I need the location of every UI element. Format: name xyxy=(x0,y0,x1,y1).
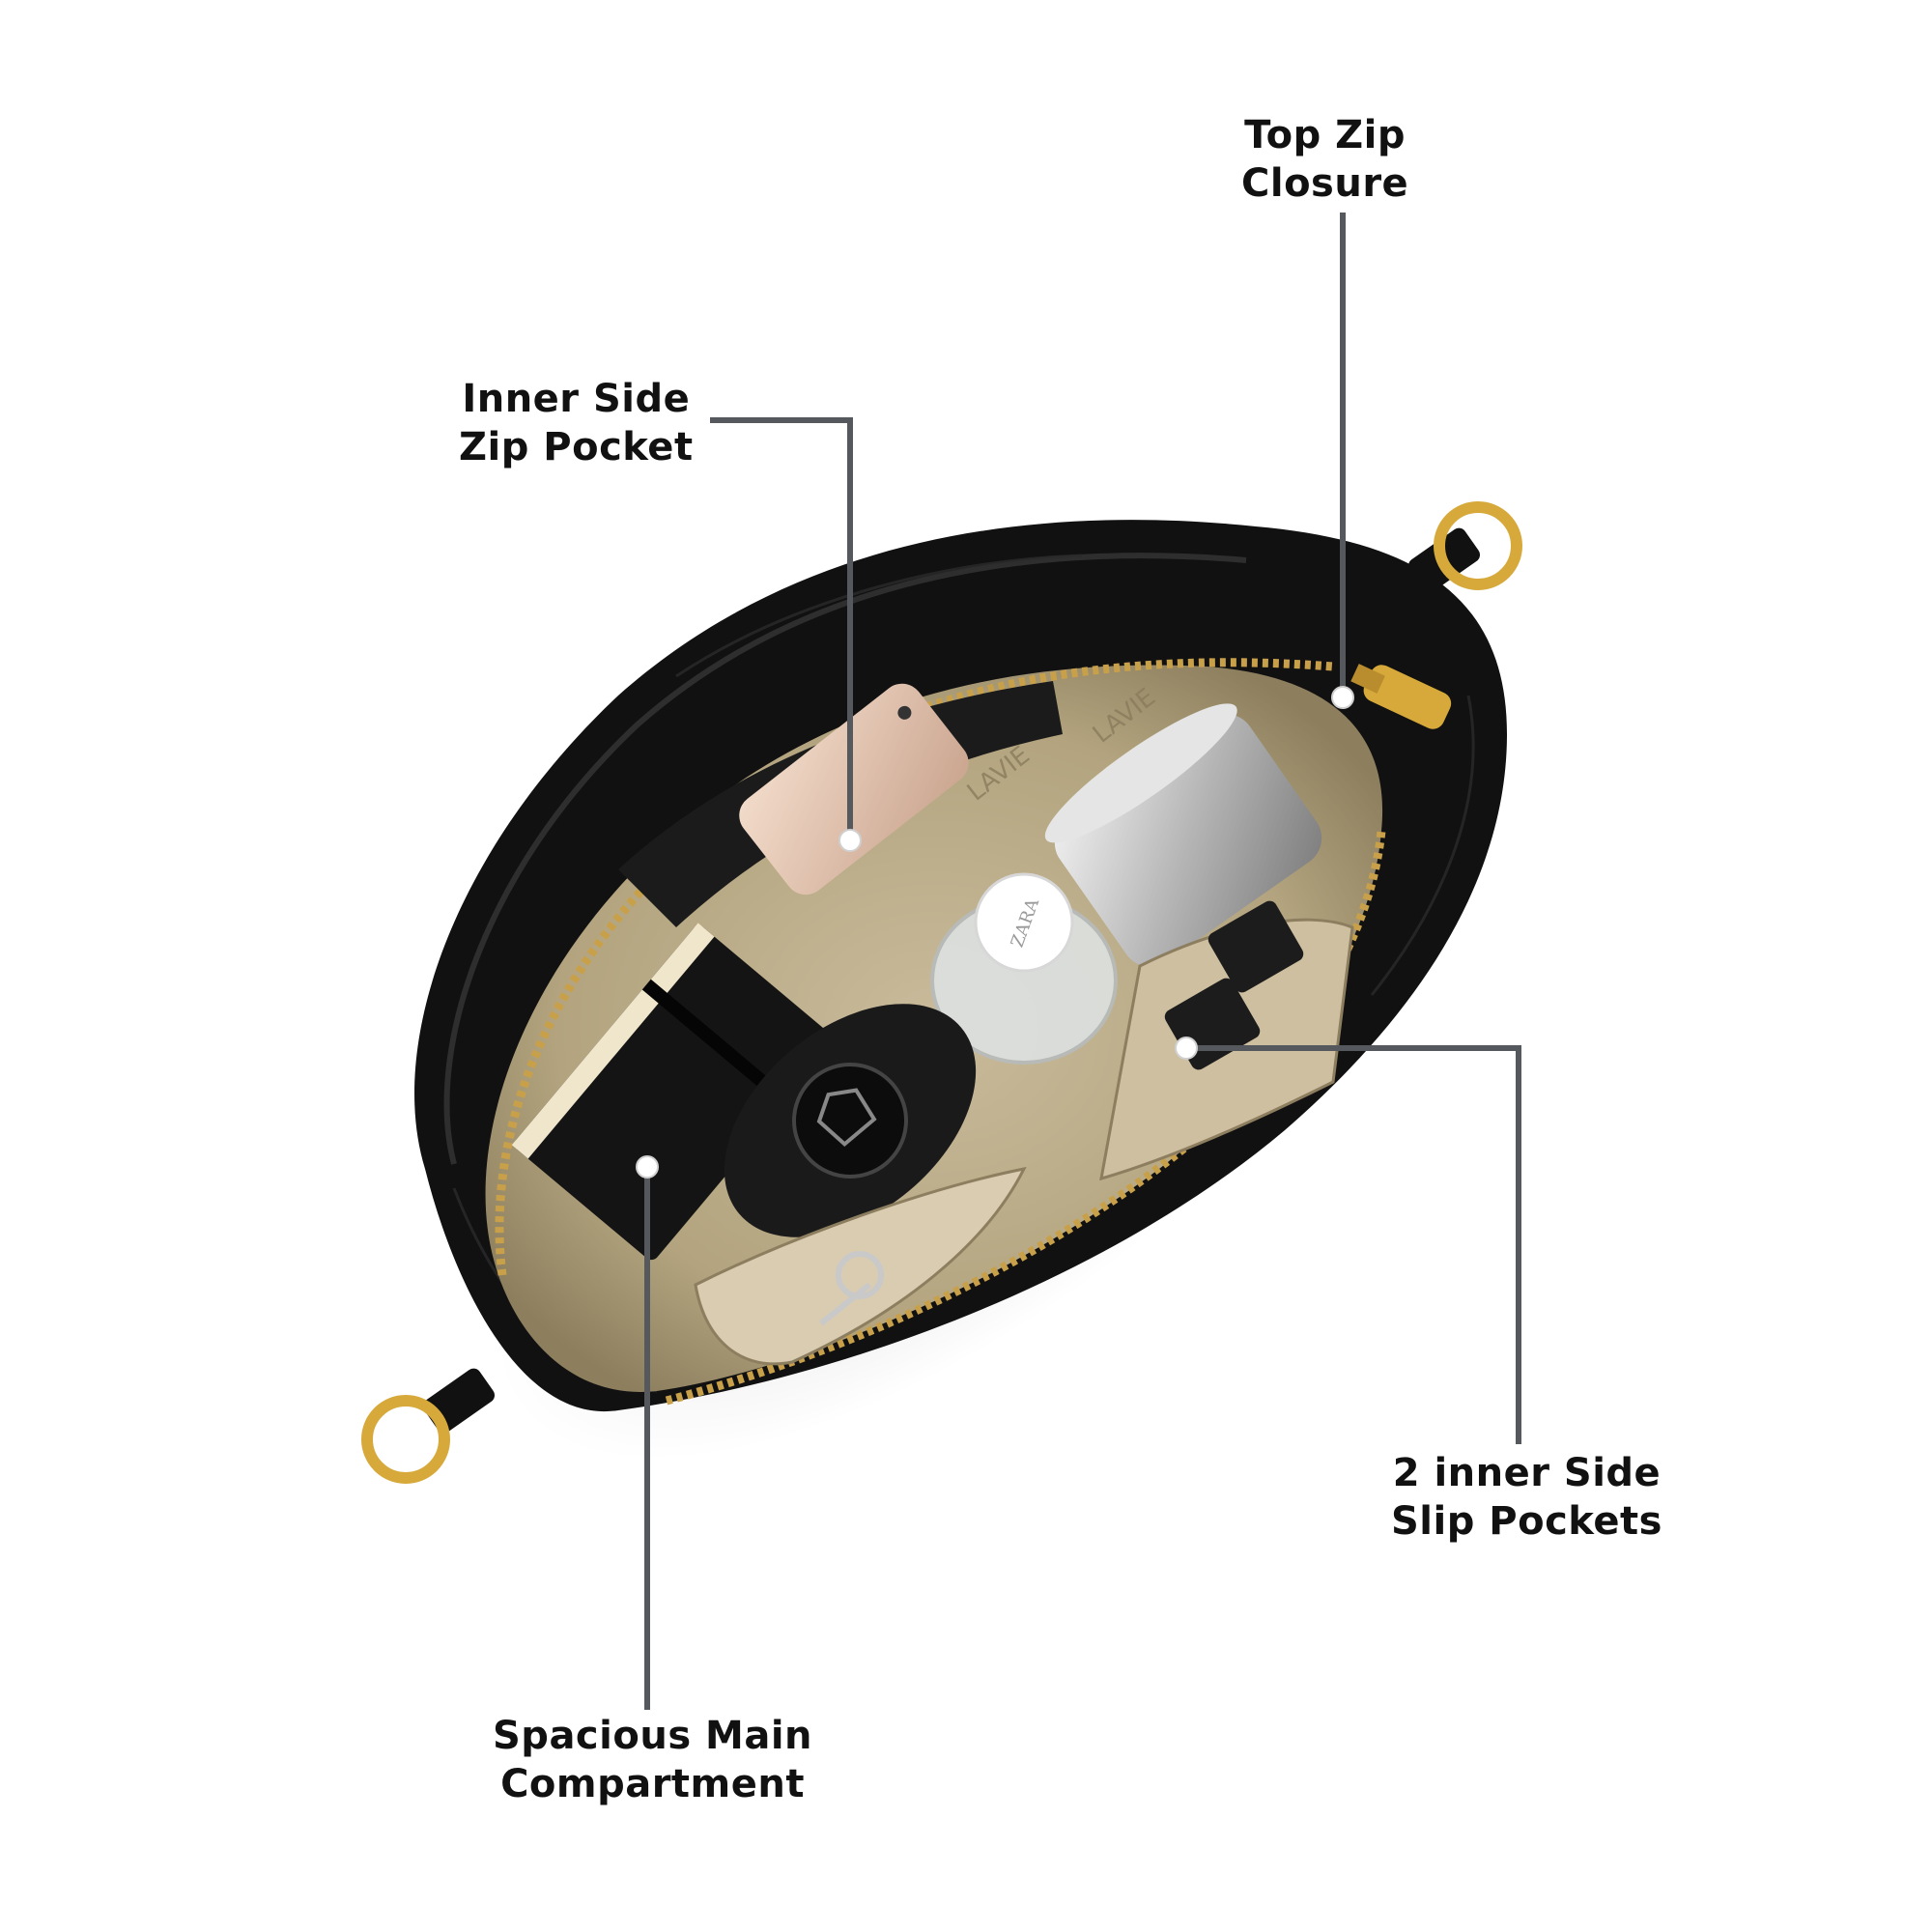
perfume-bottle: ZARA xyxy=(930,872,1118,1065)
cosmetic-tin xyxy=(1044,703,1322,967)
label-inner-side-slip-pockets: 2 inner Side Slip Pockets xyxy=(1391,1449,1662,1546)
label-spacious-main-compartment: Spacious Main Compartment xyxy=(493,1712,812,1808)
label-top-zip-closure: Top Zip Closure xyxy=(1241,111,1408,208)
leader-inner-zip-pocket xyxy=(710,417,853,838)
bag-leather-highlight xyxy=(443,553,1247,1165)
leader-lines xyxy=(644,213,1521,1710)
black-compact xyxy=(724,1004,977,1237)
phone xyxy=(739,683,969,895)
keys xyxy=(819,1251,884,1326)
label-slip-line2: Slip Pockets xyxy=(1391,1499,1662,1544)
label-inner-zip-line2: Zip Pocket xyxy=(459,425,694,469)
lower-slip-pocket xyxy=(694,1166,1027,1366)
label-top-zip-line1: Top Zip xyxy=(1244,113,1406,157)
zipper-track-lower xyxy=(665,830,1386,1406)
dot-top-zip xyxy=(1331,686,1354,709)
dot-inner-zip-pocket xyxy=(838,829,862,852)
dot-main-compartment xyxy=(636,1155,659,1179)
dot-slip-pockets xyxy=(1175,1037,1198,1060)
label-main-line1: Spacious Main xyxy=(493,1714,813,1758)
label-inner-zip-line1: Inner Side xyxy=(462,377,691,421)
left-strap-ring xyxy=(361,1368,496,1484)
callout-dots xyxy=(636,686,1354,1179)
notebook xyxy=(511,923,836,1261)
label-main-line2: Compartment xyxy=(500,1762,805,1806)
leader-slip-pockets xyxy=(1188,1045,1521,1444)
right-strap-ring xyxy=(1407,501,1522,593)
zipper-pull xyxy=(1350,664,1452,729)
label-slip-line1: 2 inner Side xyxy=(1392,1451,1662,1495)
label-top-zip-line2: Closure xyxy=(1241,161,1409,206)
label-inner-side-zip-pocket: Inner Side Zip Pocket xyxy=(459,375,694,471)
